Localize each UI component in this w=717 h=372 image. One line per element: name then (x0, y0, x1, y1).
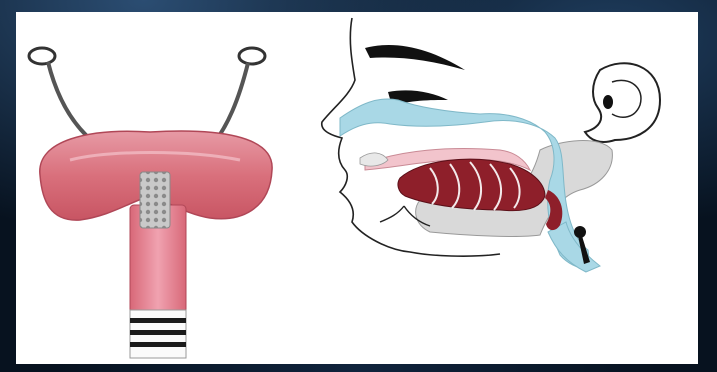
metal-mesh-patch (140, 172, 170, 228)
trachea (548, 222, 600, 272)
ear (585, 63, 660, 142)
palatal-appliance-photo (29, 48, 272, 358)
eyebrow (365, 45, 465, 70)
head-sagittal-section-illustration (322, 18, 660, 272)
